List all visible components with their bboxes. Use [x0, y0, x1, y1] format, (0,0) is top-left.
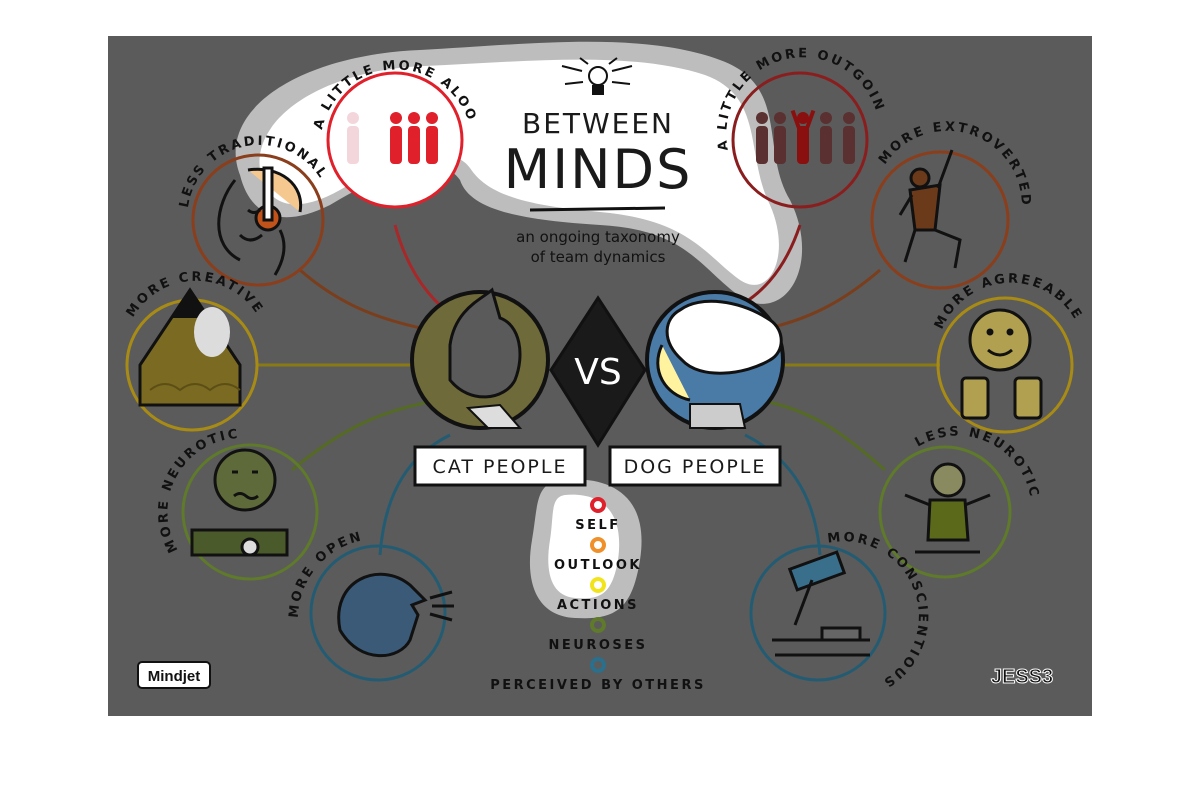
legend-label-3: NEUROSES — [549, 638, 648, 653]
less-neurotic-circle — [878, 445, 1012, 579]
cat-portrait — [410, 287, 550, 430]
vs-text: VS — [574, 352, 621, 393]
title-line1: BETWEEN — [522, 107, 674, 140]
legend-highlight-inner — [548, 494, 620, 599]
legend-dot-0 — [590, 497, 606, 513]
dog-people-label: DOG PEOPLE — [624, 456, 767, 478]
dog-portrait — [645, 290, 785, 430]
cat-people-label: CAT PEOPLE — [433, 456, 568, 478]
title-underline — [529, 206, 666, 212]
subtitle-line2: of team dynamics — [531, 248, 666, 266]
connector-lines — [258, 224, 940, 556]
mindjet-logo-text: Mindjet — [148, 668, 201, 685]
lightbulb-icon — [561, 57, 633, 95]
outgoing-people-icon — [756, 109, 855, 164]
agreeable-circle — [936, 296, 1074, 434]
dog-label-box — [608, 445, 782, 487]
meditating-figure-icon — [904, 462, 991, 554]
aloof-people-icon — [347, 112, 438, 164]
legend-dot-3 — [590, 617, 606, 633]
gavel-icon — [772, 550, 870, 657]
cat-label-box — [413, 445, 587, 487]
legend-label-0: SELF — [575, 518, 620, 533]
outgoing-circle — [731, 71, 869, 209]
extroverted-figure-icon — [898, 149, 962, 269]
worried-face-icon — [190, 448, 289, 557]
more-neurotic-circle — [181, 443, 319, 581]
legend-label-2: ACTIONS — [557, 598, 639, 613]
thumbs-up-face-icon — [960, 308, 1043, 420]
vs-diamond: VS — [549, 295, 647, 448]
legend: SELF OUTLOOK ACTIONS NEUROSES PERCEIVED BY O… — [490, 497, 706, 693]
conscientious-circle — [749, 544, 887, 682]
pencil-mountain-icon — [138, 287, 242, 407]
title-line2: MINDS — [504, 138, 693, 201]
jess3-logo: JESS3 — [991, 666, 1053, 688]
headphones-face-icon — [217, 166, 303, 276]
mindjet-logo: Mindjet — [137, 661, 211, 689]
open-circle — [309, 544, 447, 682]
subtitle-line1: an ongoing taxonomy — [516, 228, 680, 246]
extroverted-circle — [870, 150, 1010, 290]
legend-label-1: OUTLOOK — [554, 558, 642, 573]
legend-dot-1 — [590, 537, 606, 553]
legend-dot-2 — [590, 577, 606, 593]
legend-label-4: PERCEIVED BY OTHERS — [490, 678, 706, 693]
legend-dot-4 — [590, 657, 606, 673]
traditional-circle — [191, 153, 325, 287]
speaking-head-icon — [337, 572, 454, 658]
